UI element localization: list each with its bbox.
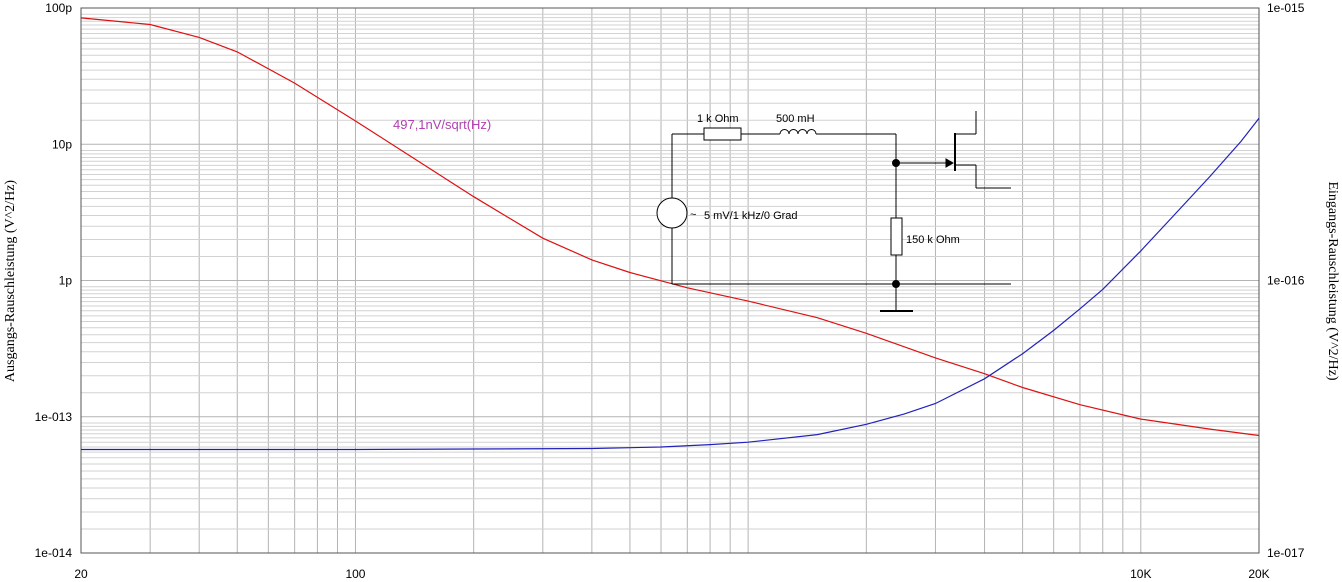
right-axis-title: Eingangs-Rauschleistung (V^2/Hz) bbox=[1325, 181, 1340, 380]
gate-arrow-icon bbox=[945, 158, 955, 168]
resistor-1k-label: 1 k Ohm bbox=[697, 113, 739, 125]
resistor-150k-label: 150 k Ohm bbox=[906, 234, 960, 246]
tick-labels: 20 100 10K 20K 1e-014 1e-013 1p 10p 100p 1e-017 1e… bbox=[35, 1, 1305, 581]
left-axis-title: Ausgangs-Rauschleistung (V^2/Hz) bbox=[3, 180, 18, 382]
ac-source-symbol bbox=[656, 197, 688, 229]
x-tick-label: 20K bbox=[1248, 567, 1269, 581]
right-y-tick-label: 1e-016 bbox=[1267, 274, 1305, 288]
grid bbox=[81, 8, 1259, 554]
plot-area bbox=[80, 7, 1260, 554]
source-label: 5 mV/1 kHz/0 Grad bbox=[704, 210, 798, 222]
left-y-tick-label: 10p bbox=[52, 137, 72, 151]
right-y-tick-label: 1e-015 bbox=[1267, 1, 1305, 15]
inductor-symbol bbox=[779, 129, 817, 135]
left-y-tick-label: 1e-014 bbox=[35, 546, 73, 560]
inductor-label: 500 mH bbox=[776, 113, 815, 125]
circuit-schematic bbox=[656, 111, 1011, 312]
x-tick-label: 20 bbox=[74, 567, 88, 581]
sine-wave-icon: ~ bbox=[690, 209, 696, 221]
left-y-tick-label: 1e-013 bbox=[35, 410, 73, 424]
junction-dot bbox=[892, 280, 900, 288]
resistor-150k-symbol bbox=[890, 217, 903, 256]
x-tick-label: 10K bbox=[1130, 567, 1151, 581]
series-0-line bbox=[80, 17, 1260, 437]
noise-voltage-annotation: 497,1nV/sqrt(Hz) bbox=[393, 117, 491, 132]
series-1-line bbox=[81, 117, 1260, 451]
left-y-tick-label: 1p bbox=[59, 274, 73, 288]
left-y-tick-label: 100p bbox=[45, 1, 72, 15]
series-group bbox=[80, 17, 1260, 451]
resistor-1k-symbol bbox=[703, 127, 742, 141]
x-tick-label: 100 bbox=[345, 567, 365, 581]
right-y-tick-label: 1e-017 bbox=[1267, 546, 1305, 560]
